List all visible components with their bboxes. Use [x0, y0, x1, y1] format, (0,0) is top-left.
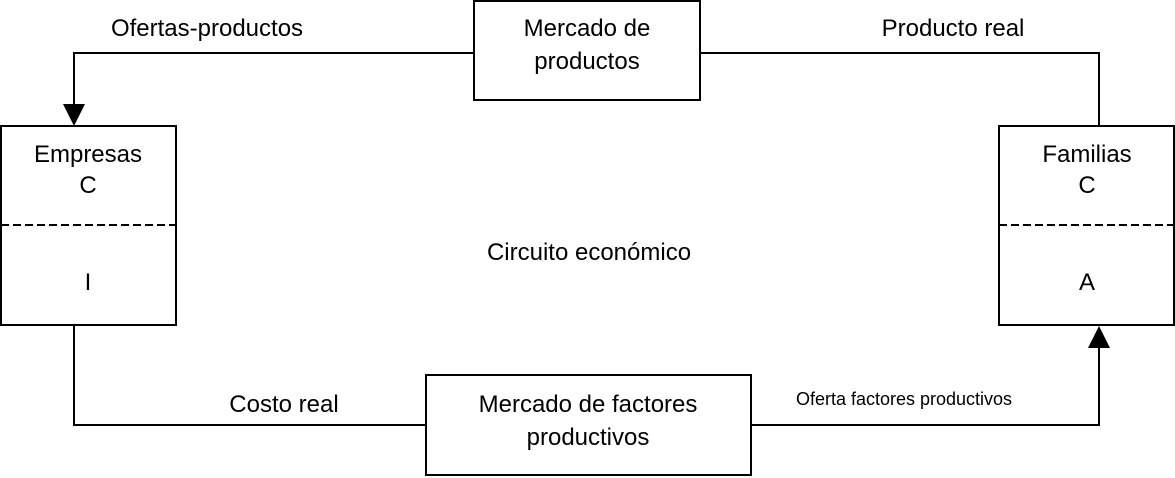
flow-label-oferta-factores: Oferta factores productivos [796, 389, 1012, 409]
mercado-productos-line2: productos [534, 48, 639, 75]
flow-label-costo-real: Costo real [229, 391, 338, 418]
empresas-bottom-label: I [85, 269, 92, 296]
flow-line-oferta-factores [751, 346, 1100, 426]
familias-bottom-label: A [1079, 269, 1095, 296]
mercado-productos-box: Mercado de productos [473, 0, 701, 101]
familias-box: Familias C A [998, 125, 1175, 326]
empresas-top-label: C [79, 172, 96, 199]
mercado-factores-line2: productivos [527, 424, 650, 451]
familias-title: Familias [1042, 141, 1131, 168]
flow-label-ofertas-productos: Ofertas-productos [111, 15, 303, 42]
flow-line-costo-real [73, 325, 426, 426]
flow-line-ofertas-productos [73, 52, 474, 106]
mercado-productos-line1: Mercado de [524, 15, 651, 42]
empresas-title: Empresas [34, 141, 142, 168]
mercado-factores-box: Mercado de factores productivos [425, 374, 752, 476]
flow-line-producto-real [700, 52, 1100, 125]
familias-top-label: C [1078, 172, 1095, 199]
arrowhead-to-empresas [63, 104, 85, 126]
flow-label-producto-real: Producto real [882, 15, 1025, 42]
mercado-factores-line1: Mercado de factores [479, 391, 698, 418]
center-label: Circuito económico [487, 239, 691, 266]
empresas-box: Empresas C I [0, 125, 177, 326]
arrowhead-to-familias [1088, 326, 1110, 348]
